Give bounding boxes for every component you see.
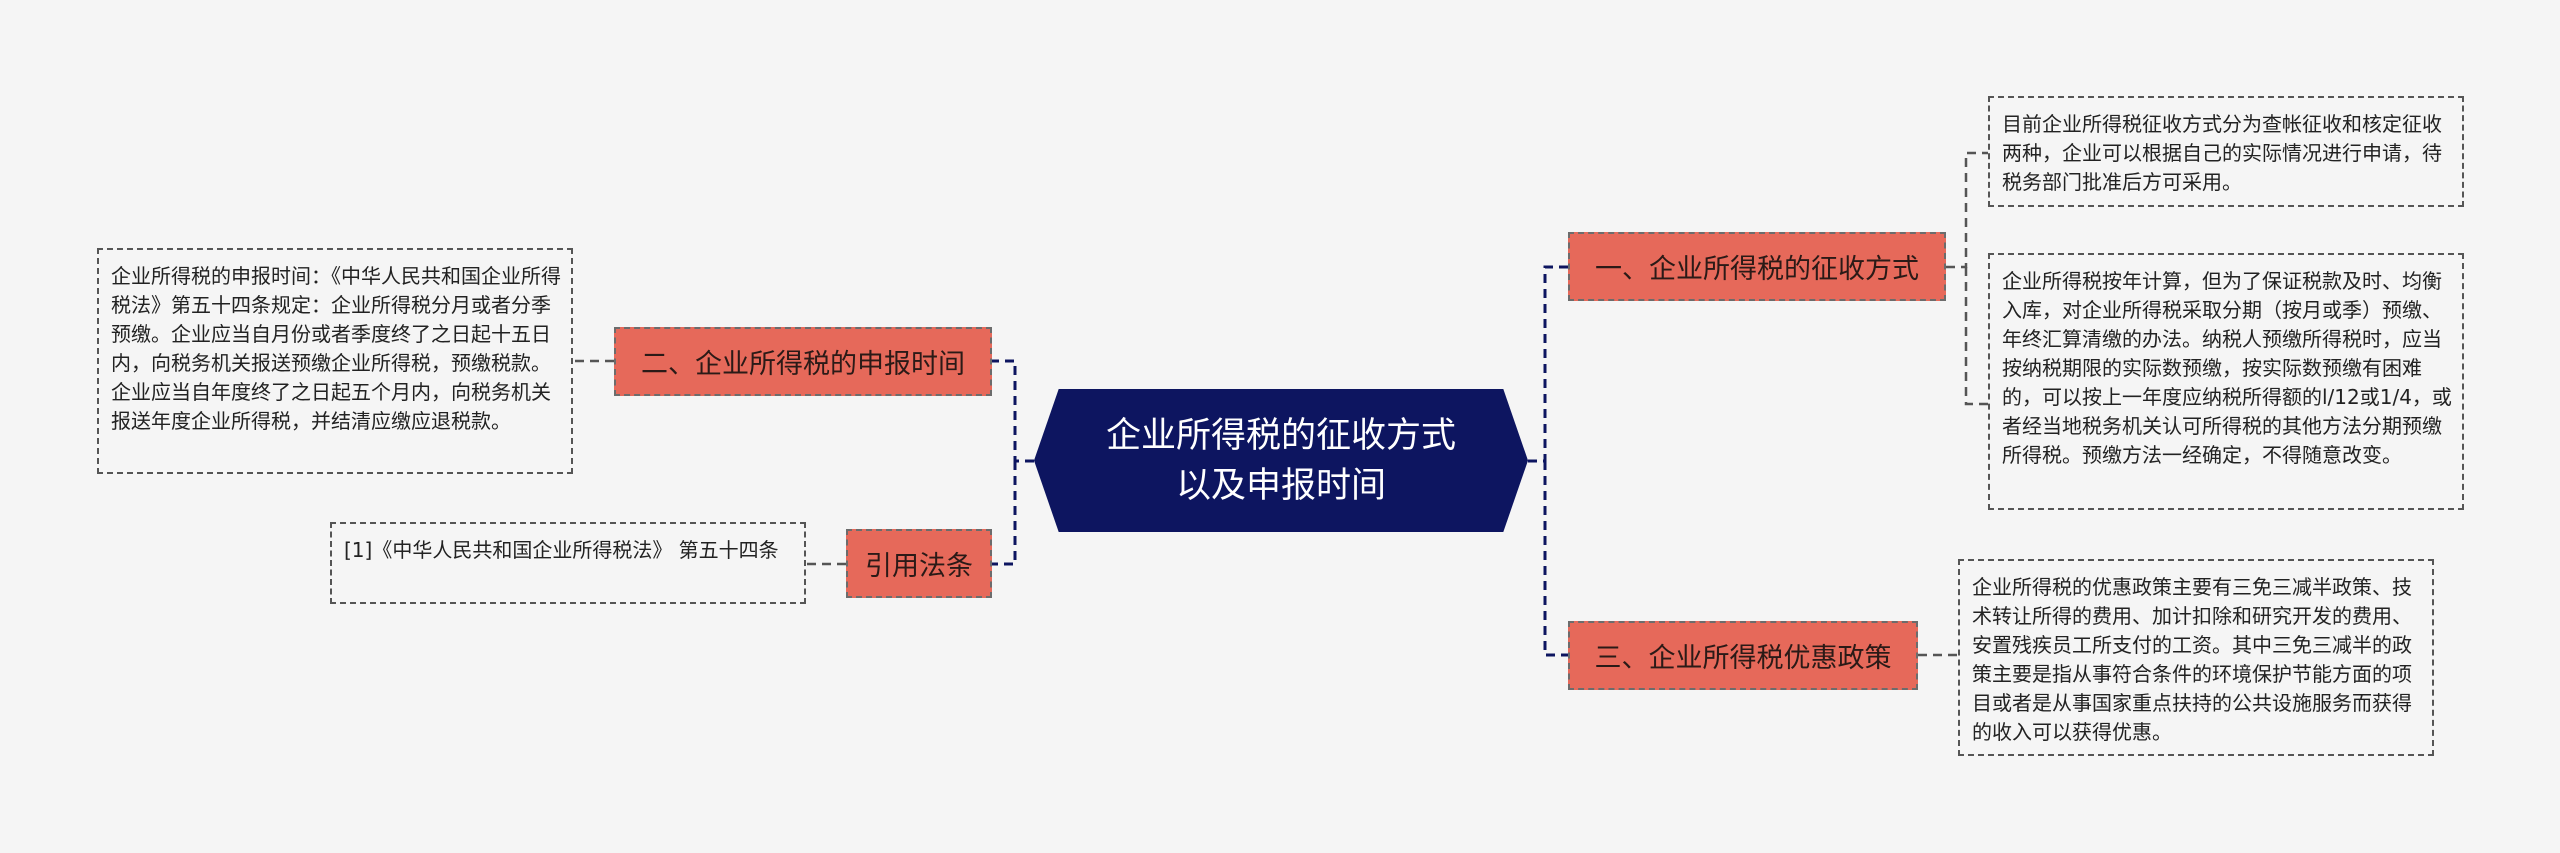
note-collection-method-1[interactable]: 目前企业所得税征收方式分为查帐征收和核定征收两种，企业可以根据自己的实际情况进行… (1988, 96, 2464, 207)
link-root-to-preferential-policy (1543, 461, 1568, 657)
note-preferential-policy-text: 企业所得税的优惠政策主要有三免三减半政策、技术转让所得的费用、加计扣除和研究开发… (1972, 575, 2412, 744)
link-root-to-filing-time (992, 359, 1034, 463)
topic-preferential-policy[interactable]: 三、企业所得税优惠政策 (1568, 621, 1918, 690)
root-topic[interactable]: 企业所得税的征收方式以及申报时间 (1034, 389, 1528, 532)
note-collection-method-2-text: 企业所得税按年计算，但为了保证税款及时、均衡入库，对企业所得税采取分期（按月或季… (2002, 269, 2452, 467)
topic-filing-time[interactable]: 二、企业所得税的申报时间 (614, 327, 992, 396)
note-filing-time-text: 企业所得税的申报时间：《中华人民共和国企业所得税法》第五十四条规定：企业所得税分… (111, 264, 561, 433)
link-root-to-collection-method (1528, 265, 1568, 463)
note-collection-method-2[interactable]: 企业所得税按年计算，但为了保证税款及时、均衡入库，对企业所得税采取分期（按月或季… (1988, 253, 2464, 510)
note-citation-text: [1]《中华人民共和国企业所得税法》 第五十四条 (344, 538, 779, 562)
link-collection-method-to-note-1 (1946, 151, 1988, 269)
note-filing-time[interactable]: 企业所得税的申报时间：《中华人民共和国企业所得税法》第五十四条规定：企业所得税分… (97, 248, 573, 474)
topic-preferential-policy-label: 三、企业所得税优惠政策 (1594, 643, 1892, 674)
note-citation[interactable]: [1]《中华人民共和国企业所得税法》 第五十四条 (330, 522, 806, 604)
note-collection-method-1-text: 目前企业所得税征收方式分为查帐征收和核定征收两种，企业可以根据自己的实际情况进行… (2002, 112, 2442, 194)
root-topic-label: 企业所得税的征收方式以及申报时间 (1105, 415, 1456, 506)
link-root-to-citation (992, 461, 1017, 566)
topic-citation[interactable]: 引用法条 (846, 529, 992, 598)
topic-collection-method[interactable]: 一、企业所得税的征收方式 (1568, 232, 1946, 301)
topic-filing-time-label: 二、企业所得税的申报时间 (641, 349, 965, 380)
link-collection-method-to-note-2 (1964, 267, 1988, 406)
note-preferential-policy[interactable]: 企业所得税的优惠政策主要有三免三减半政策、技术转让所得的费用、加计扣除和研究开发… (1958, 559, 2434, 756)
topic-collection-method-label: 一、企业所得税的征收方式 (1595, 254, 1919, 285)
topic-citation-label: 引用法条 (865, 551, 973, 582)
